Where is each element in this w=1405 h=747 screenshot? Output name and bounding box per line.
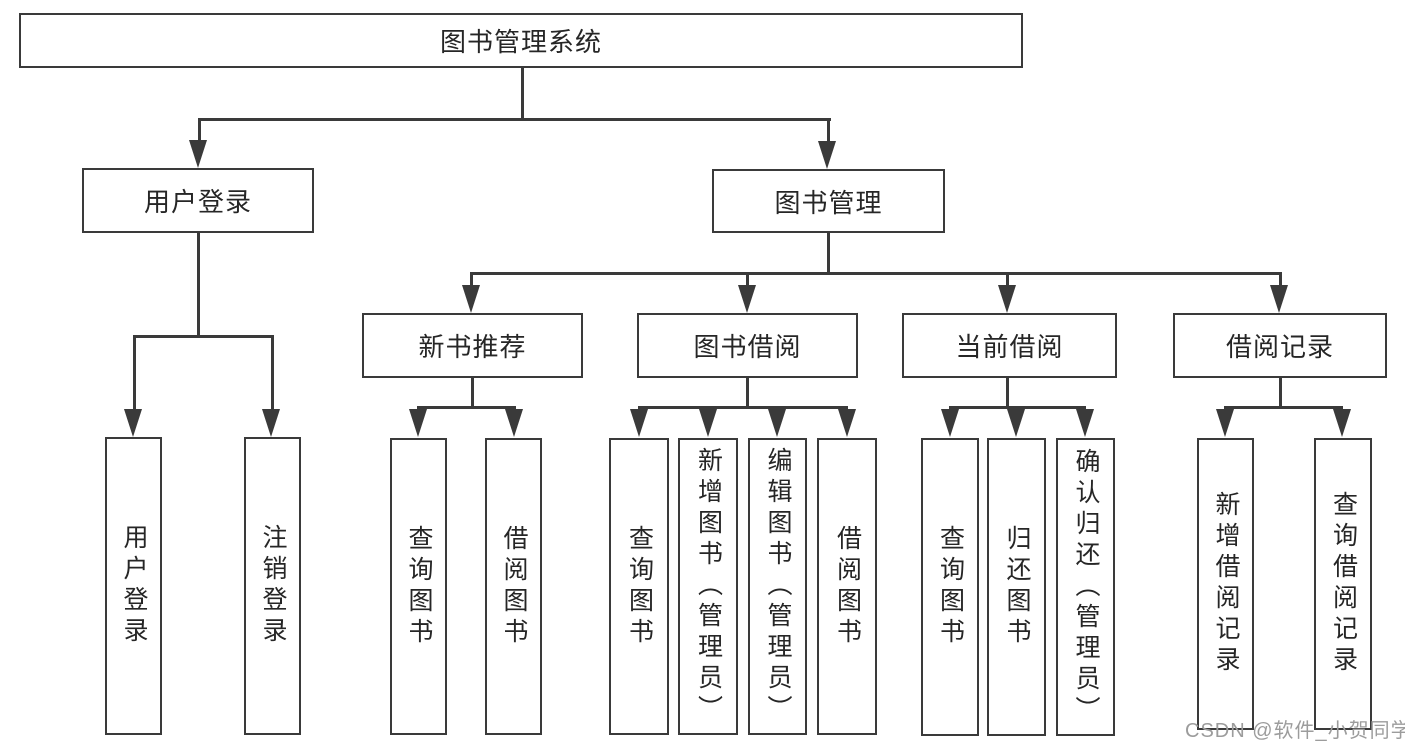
arrowhead-cb-query [941,409,959,437]
node-current-borrow: 当前借阅 [902,313,1117,378]
leaf-bb-edit-book-label: 编辑图书（管理员） [764,447,792,726]
arrowhead-book-borrow [738,285,756,313]
arrowhead-current-borrow [998,285,1016,313]
connector-borrow-records-stem [1279,378,1282,406]
csdn-watermark: CSDN @软件_小贺同学 [1185,720,1405,742]
arrowhead-bb-edit [768,409,786,437]
node-root-label: 图书管理系统 [439,27,602,57]
connector-level3-rail [470,272,1282,275]
arrowhead-bb-add [699,409,717,437]
leaf-cb-confirm-return: 确认归还（管理员） [1056,438,1115,736]
node-user-login-label: 用户登录 [143,187,252,217]
leaf-cb-confirm-return-label: 确认归还（管理员） [1072,447,1100,727]
leaf-br-add-record-label: 新增借阅记录 [1212,491,1240,677]
node-book-mgmt-label: 图书管理 [774,187,883,218]
connector-drop-new-books [470,272,473,288]
connector-root-stem [521,68,524,118]
node-new-books-label: 新书推荐 [418,332,527,362]
arrowhead-bb-query [630,409,648,437]
arrowhead-nb-borrow [505,409,523,437]
connector-current-borrow-rail [949,406,1086,409]
node-user-login: 用户登录 [82,168,314,233]
connector-book-borrow-rail [638,406,848,409]
connector-current-borrow-stem [1006,378,1009,406]
connector-user-login-rail [133,335,274,338]
arrowhead-borrow-records [1270,285,1288,313]
arrowhead-bb-borrow [838,409,856,437]
node-borrow-records: 借阅记录 [1173,313,1387,378]
arrowhead-cb-return [1007,409,1025,437]
leaf-bb-query-book-label: 查询图书 [625,524,654,649]
arrowhead-login-leaf [124,409,142,437]
connector-drop-book-mgmt [827,118,830,144]
connector-user-login-stem [197,233,200,335]
node-book-mgmt: 图书管理 [712,169,945,233]
connector-drop-logout-leaf [271,335,274,410]
leaf-bb-add-book: 新增图书（管理员） [678,438,738,735]
node-book-borrow-label: 图书借阅 [693,332,802,362]
leaf-logout-label: 注销登录 [259,524,287,648]
arrowhead-br-query [1333,409,1351,437]
connector-level2-rail [198,118,831,121]
arrowhead-book-mgmt [818,141,836,169]
arrowhead-logout-leaf [262,409,280,437]
leaf-cb-return-book-label: 归还图书 [1003,525,1031,649]
arrowhead-br-add [1216,409,1234,437]
leaf-nb-query-book: 查询图书 [390,438,447,735]
connector-new-books-rail [417,406,516,409]
leaf-nb-borrow-book-label: 借阅图书 [500,524,528,649]
leaf-br-query-record: 查询借阅记录 [1314,438,1372,730]
connector-new-books-stem [471,378,474,406]
leaf-user-login-label: 用户登录 [120,524,148,648]
node-new-books: 新书推荐 [362,313,583,378]
arrowhead-cb-confirm [1076,409,1094,437]
connector-borrow-records-rail [1224,406,1343,409]
connector-drop-user-login [198,118,201,144]
arrowhead-nb-query [409,409,427,437]
leaf-cb-query-book: 查询图书 [921,438,979,736]
leaf-nb-borrow-book: 借阅图书 [485,438,542,735]
connector-drop-borrow-records [1279,272,1282,288]
leaf-nb-query-book-label: 查询图书 [405,524,433,649]
node-book-borrow: 图书借阅 [637,313,858,378]
connector-drop-current-borrow [1006,272,1009,288]
connector-book-mgmt-stem [827,233,830,272]
leaf-logout: 注销登录 [244,437,301,735]
leaf-bb-borrow-book-label: 借阅图书 [833,524,862,649]
leaf-bb-borrow-book: 借阅图书 [817,438,877,735]
node-current-borrow-label: 当前借阅 [955,332,1064,362]
leaf-user-login: 用户登录 [105,437,162,735]
node-borrow-records-label: 借阅记录 [1225,332,1334,362]
arrowhead-user-login [189,140,207,168]
arrowhead-new-books [462,285,480,313]
leaf-br-query-record-label: 查询借阅记录 [1329,491,1358,677]
leaf-br-add-record: 新增借阅记录 [1197,438,1254,730]
leaf-cb-return-book: 归还图书 [987,438,1046,736]
leaf-cb-query-book-label: 查询图书 [936,525,965,649]
leaf-bb-add-book-label: 新增图书（管理员） [694,447,723,726]
node-root: 图书管理系统 [19,13,1023,68]
leaf-bb-edit-book: 编辑图书（管理员） [748,438,807,735]
connector-book-borrow-stem [746,378,749,406]
connector-drop-login-leaf [133,335,136,410]
leaf-bb-query-book: 查询图书 [609,438,669,735]
connector-drop-book-borrow [746,272,749,288]
